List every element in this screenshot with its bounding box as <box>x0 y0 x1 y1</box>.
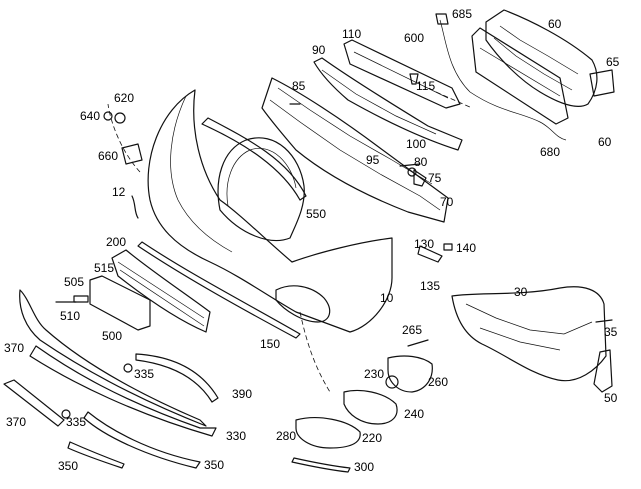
label-30: 30 <box>514 285 528 299</box>
part-150-strip <box>137 241 301 339</box>
part-350-strip-left <box>67 441 125 469</box>
part-300-strip <box>291 457 351 473</box>
label-135: 135 <box>420 279 441 293</box>
label-640: 640 <box>80 109 101 123</box>
label-350-left: 350 <box>58 459 79 473</box>
part-680-cable <box>439 19 567 141</box>
label-550: 550 <box>306 207 327 221</box>
label-280: 280 <box>276 429 297 443</box>
part-200-grille <box>111 249 211 333</box>
part-370-strip-left <box>3 379 65 427</box>
part-240-frame <box>343 389 398 425</box>
part-390-trim <box>135 353 219 403</box>
label-110: 110 <box>342 27 362 41</box>
label-95: 95 <box>366 153 380 167</box>
part-330-strip <box>29 345 217 437</box>
part-260-frame <box>387 355 433 393</box>
part-500-panel <box>89 275 151 331</box>
label-130: 130 <box>414 237 435 251</box>
label-370-top: 370 <box>4 341 25 355</box>
label-370-bottom: 370 <box>6 415 27 429</box>
label-260: 260 <box>428 375 449 389</box>
label-660: 660 <box>98 149 119 163</box>
label-515: 515 <box>94 261 115 275</box>
label-10: 10 <box>380 291 394 305</box>
part-30-bracket <box>451 286 607 382</box>
label-500: 500 <box>102 329 123 343</box>
label-350-right: 350 <box>204 458 225 472</box>
upper-carrier <box>261 39 473 223</box>
label-390: 390 <box>232 387 253 401</box>
label-140: 140 <box>456 241 477 255</box>
label-685: 685 <box>452 7 473 21</box>
label-220: 220 <box>362 431 383 445</box>
label-680: 680 <box>540 145 561 159</box>
label-335-top: 335 <box>134 367 155 381</box>
part-370-strip <box>19 289 207 427</box>
label-115: 115 <box>416 79 436 93</box>
part-50-bracket <box>593 349 613 393</box>
bumper-cover <box>107 89 393 393</box>
label-600: 600 <box>404 31 425 45</box>
label-90: 90 <box>312 43 326 57</box>
label-60-bottom: 60 <box>598 135 612 149</box>
part-60-absorber <box>471 9 615 125</box>
label-50: 50 <box>604 391 618 405</box>
label-335-bottom: 335 <box>66 415 87 429</box>
part-685-connector <box>435 13 449 25</box>
label-200: 200 <box>106 235 127 249</box>
label-65: 65 <box>606 55 620 69</box>
label-300: 300 <box>354 460 375 474</box>
part-550-trim <box>201 117 307 201</box>
part-350-strip <box>83 411 201 469</box>
label-265: 265 <box>402 323 423 337</box>
label-35: 35 <box>604 325 618 339</box>
label-230: 230 <box>364 367 385 381</box>
label-505: 505 <box>64 275 85 289</box>
label-85: 85 <box>292 79 306 93</box>
label-510: 510 <box>60 309 81 323</box>
label-240: 240 <box>404 407 425 421</box>
label-330: 330 <box>226 429 247 443</box>
label-150: 150 <box>260 337 281 351</box>
label-80: 80 <box>414 155 428 169</box>
label-100: 100 <box>406 137 427 151</box>
small-fittings <box>55 73 613 419</box>
label-70: 70 <box>440 195 454 209</box>
label-60-top: 60 <box>548 17 562 31</box>
label-75: 75 <box>428 171 442 185</box>
label-620: 620 <box>114 91 135 105</box>
part-220-grille <box>295 417 361 449</box>
label-12: 12 <box>112 185 126 199</box>
